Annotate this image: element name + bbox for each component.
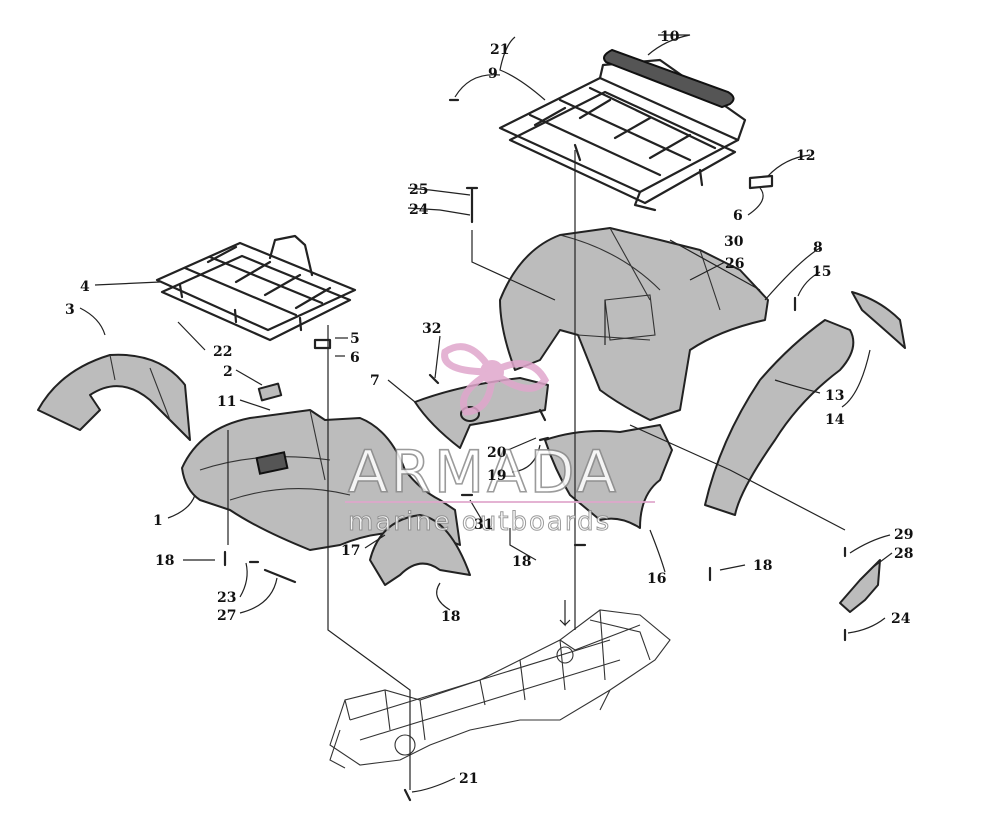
callout-16: 16 — [647, 571, 666, 587]
callout-5: 5 — [350, 331, 360, 347]
rear-rack — [498, 58, 747, 212]
logo-blade — [485, 360, 550, 392]
logo-blade — [441, 343, 499, 376]
callout-7: 7 — [370, 373, 380, 389]
callout-21: 21 — [459, 771, 478, 787]
watermark-brand: ARMADA — [348, 438, 619, 506]
callout-27: 27 — [217, 608, 236, 624]
callout-1: 1 — [153, 513, 163, 529]
callout-25: 25 — [409, 182, 428, 198]
callout-24: 24 — [409, 202, 429, 218]
callout-20: 20 — [487, 445, 507, 461]
callout-11: 11 — [217, 394, 236, 410]
callout-21: 21 — [490, 42, 509, 58]
watermark: ARMADA marine outboards — [345, 343, 655, 538]
callout-13: 13 — [825, 388, 844, 404]
callout-12: 12 — [796, 148, 815, 164]
callout-14: 14 — [825, 412, 845, 428]
callout-9: 9 — [488, 66, 498, 82]
rear-fender-flare — [704, 291, 906, 516]
callout-10: 10 — [660, 29, 680, 45]
callout-28: 28 — [894, 546, 913, 562]
callout-18: 18 — [441, 609, 460, 625]
callout-2: 2 — [223, 364, 233, 380]
callout-31: 31 — [474, 517, 493, 533]
rack-tube — [603, 48, 735, 109]
callout-23: 23 — [217, 590, 236, 606]
watermark-tagline: marine outboards — [348, 507, 611, 537]
mud-flap-bracket — [839, 559, 881, 613]
callout-8: 8 — [813, 240, 823, 256]
chassis-frame — [329, 609, 671, 769]
callout-30: 30 — [724, 234, 744, 250]
callout-17: 17 — [341, 543, 360, 559]
callout-18: 18 — [753, 558, 772, 574]
assembly-lines — [227, 150, 846, 790]
front-fender-right — [369, 514, 471, 586]
front-fender-left — [37, 353, 191, 441]
callout-26: 26 — [725, 256, 744, 272]
front-rack — [155, 234, 357, 342]
callout-4: 4 — [80, 279, 90, 295]
callout-29: 29 — [894, 527, 913, 543]
front-body — [181, 382, 461, 551]
callout-3: 3 — [65, 302, 75, 318]
callout-22: 22 — [213, 344, 232, 360]
callout-19: 19 — [487, 468, 506, 484]
callout-6: 6 — [733, 208, 743, 224]
callouts: 1 2 3 4 5 6 6 7 8 9 10 11 12 13 14 15 16… — [65, 29, 913, 787]
callout-18: 18 — [155, 553, 174, 569]
callout-15: 15 — [812, 264, 831, 280]
callout-32: 32 — [422, 321, 441, 337]
callout-leaders — [79, 34, 893, 793]
logo-blade — [460, 366, 496, 416]
hardware — [223, 98, 847, 802]
callout-6: 6 — [350, 350, 360, 366]
callout-18: 18 — [512, 554, 531, 570]
callout-24: 24 — [891, 611, 911, 627]
propeller-logo — [441, 343, 550, 416]
